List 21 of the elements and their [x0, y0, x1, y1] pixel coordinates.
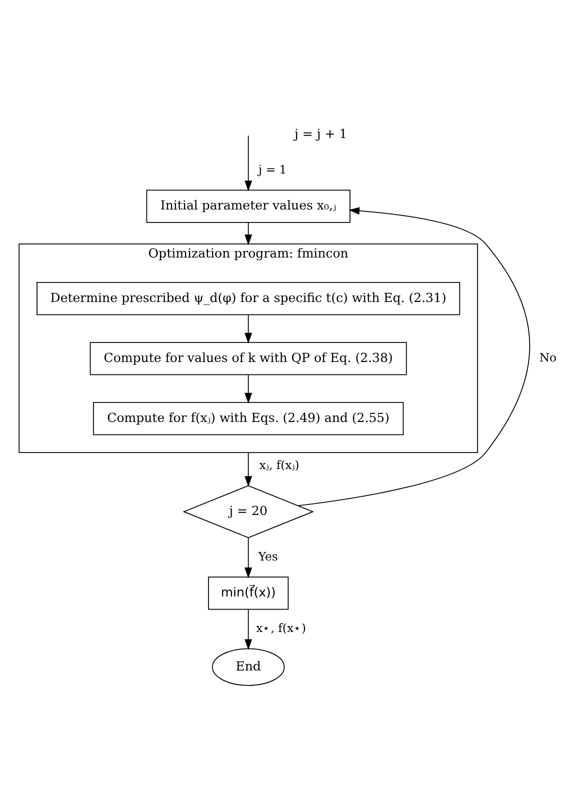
edge-label: j = 1 [258, 162, 287, 176]
edge-label: Yes [258, 548, 278, 563]
node-box: Compute for values of k with QP of Eq. (2.38) [90, 342, 407, 375]
node-ellipse: End [212, 648, 285, 686]
arrow [244, 608, 252, 650]
edge-label: No [539, 350, 557, 364]
node-diamond: j = 20 [182, 484, 314, 538]
label: j = j + 1 [294, 126, 348, 141]
edge-label: x⋆, f(x⋆) [256, 620, 306, 635]
arrow [244, 314, 252, 344]
arrow [244, 134, 252, 191]
node-box: Determine prescribed ψ_d(φ) for a specific t(c) with Eq. (2.31) [36, 282, 460, 315]
arrow [244, 374, 252, 404]
edge-label: xⱼ, f(xⱼ) [259, 458, 300, 472]
node-box: Initial parameter values x₀,ⱼ [146, 189, 350, 222]
node-box: min(f⃗(x)) [208, 576, 289, 610]
arrow [244, 222, 252, 245]
arrow [244, 536, 252, 578]
arrow [244, 452, 252, 486]
node-box: Compute for f(xⱼ) with Eqs. (2.49) and (2.55) [92, 402, 404, 435]
arrow [298, 206, 530, 506]
